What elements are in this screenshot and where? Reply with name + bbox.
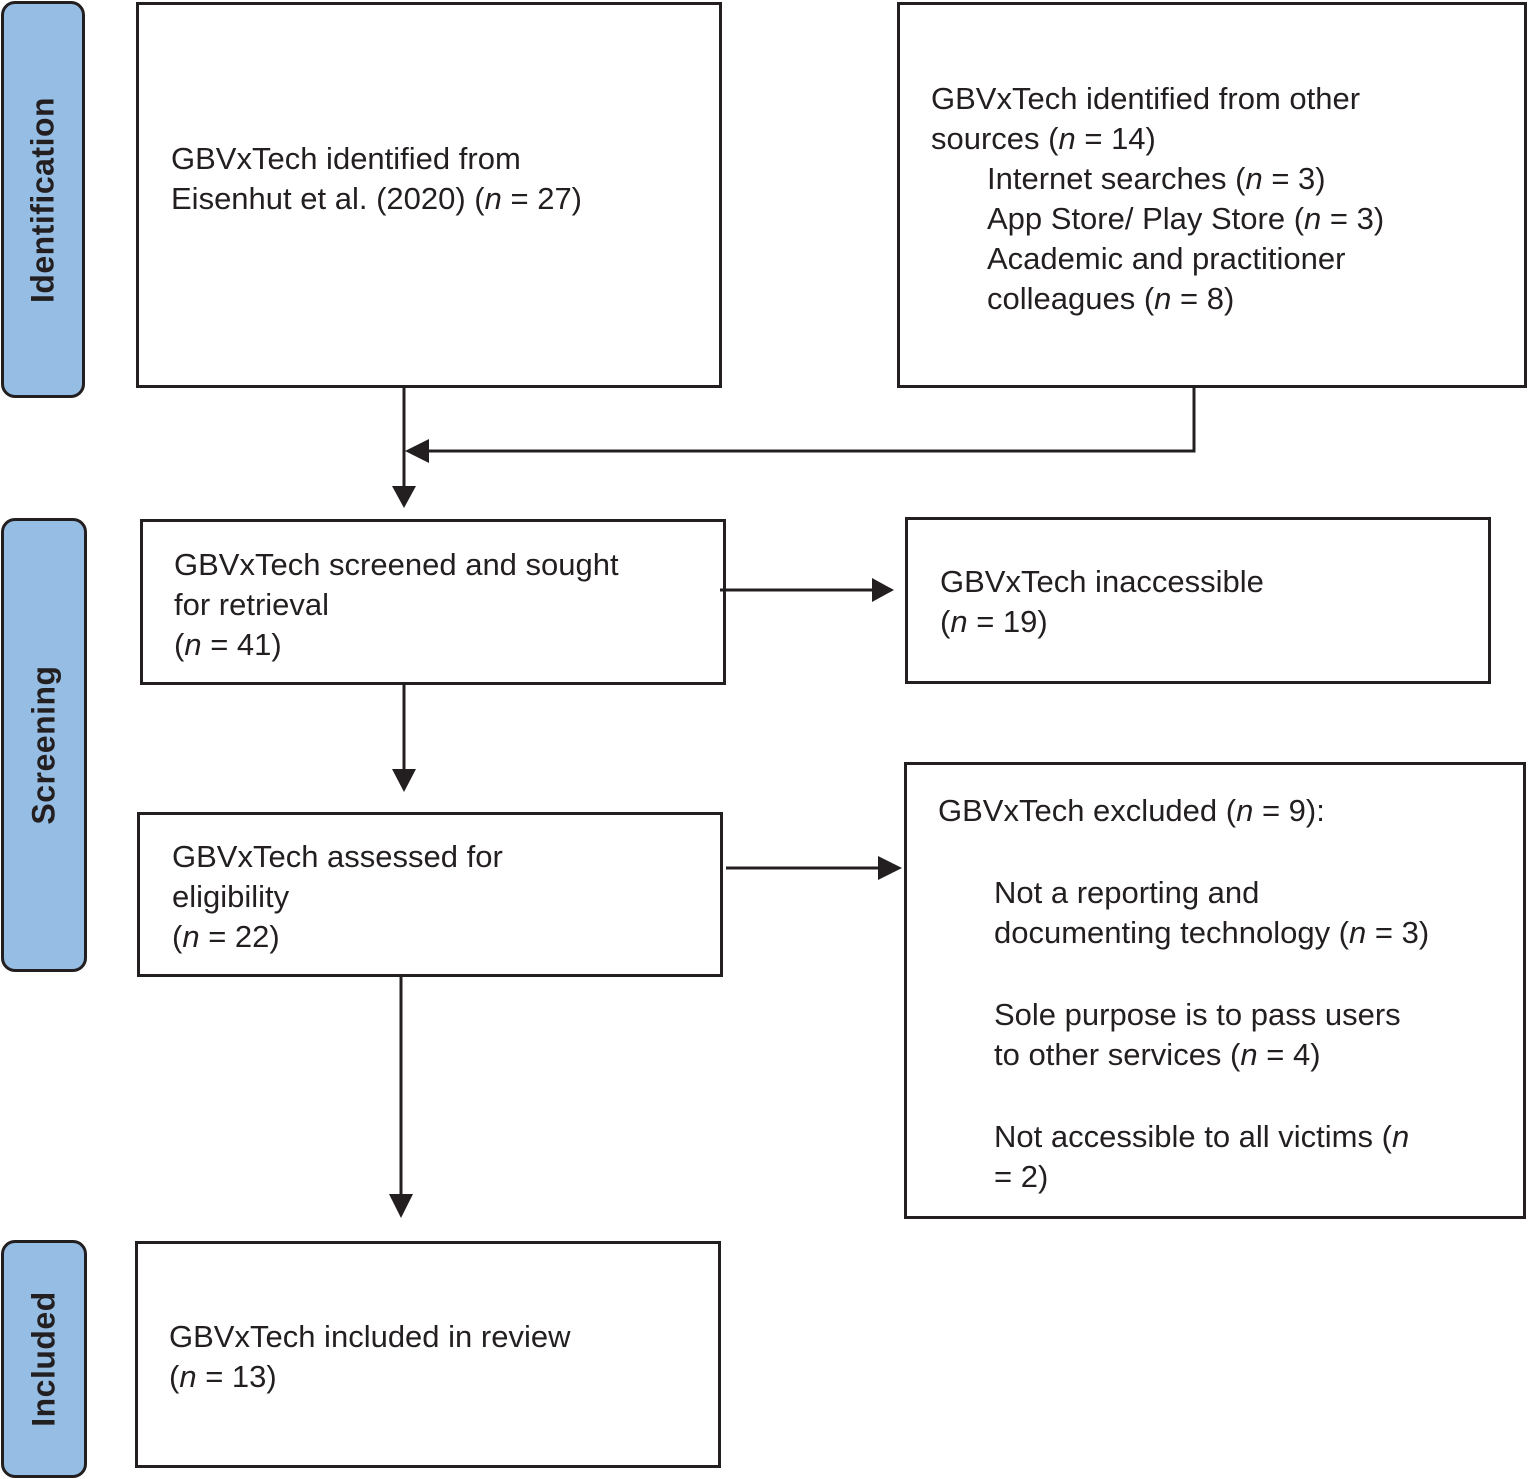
- box-text-line: GBVxTech included in review: [169, 1319, 571, 1354]
- text-fragment: = 8): [1171, 281, 1235, 316]
- box-excluded: GBVxTech excluded (n = 9): Not a reporti…: [904, 762, 1526, 1219]
- text-fragment: = 3): [1366, 915, 1430, 950]
- box-text-line: App Store/ Play Store (n = 3): [931, 199, 1524, 239]
- arrowhead-right: [878, 856, 902, 880]
- text-fragment: = 14): [1075, 121, 1156, 156]
- box-text-line: Internet searches (n = 3): [931, 159, 1524, 199]
- box-screened: GBVxTech screened and sought for retriev…: [140, 519, 726, 685]
- text-fragment: App Store/ Play Store (: [987, 201, 1305, 236]
- stage-label-screening: Screening: [25, 665, 62, 825]
- box-assessed: GBVxTech assessed for eligibility (n = 2…: [137, 812, 723, 977]
- stage-tab-screening: Screening: [1, 518, 87, 972]
- n-symbol: n: [1058, 121, 1076, 156]
- text-fragment: documenting technology (: [994, 915, 1350, 950]
- box-text-line: sources (n = 14): [931, 119, 1524, 159]
- box-text-line: GBVxTech screened and sought: [174, 547, 619, 582]
- text-fragment: (: [174, 627, 185, 662]
- n-symbol: n: [184, 627, 202, 662]
- stage-label-included: Included: [25, 1291, 62, 1427]
- box-text-line: GBVxTech assessed for: [172, 839, 503, 874]
- box-text-line: documenting technology (n = 3): [938, 913, 1523, 953]
- box-text-line: Sole purpose is to pass users: [994, 997, 1401, 1032]
- arrowhead-down: [392, 769, 416, 792]
- arrowhead-down: [389, 1194, 413, 1218]
- text-fragment: to other services (: [994, 1037, 1241, 1072]
- text-fragment: (: [172, 919, 183, 954]
- box-text-line: Eisenhut et al. (2020) (n = 27): [171, 179, 719, 219]
- n-symbol: n: [1349, 915, 1367, 950]
- n-symbol: n: [1240, 1037, 1258, 1072]
- text-fragment: (: [169, 1359, 180, 1394]
- text-fragment: sources (: [931, 121, 1059, 156]
- text-fragment: = 41): [201, 627, 282, 662]
- n-symbol: n: [1154, 281, 1172, 316]
- box-included: GBVxTech included in review (n = 13): [135, 1241, 721, 1468]
- n-symbol: n: [182, 919, 200, 954]
- n-symbol: n: [179, 1359, 197, 1394]
- box-text-line: (n = 41): [174, 625, 723, 665]
- text-fragment: = 19): [967, 604, 1048, 639]
- n-symbol: n: [1304, 201, 1322, 236]
- arrowhead-left: [405, 439, 429, 463]
- box-text-line: eligibility: [172, 879, 290, 914]
- text-fragment: = 3): [1262, 161, 1326, 196]
- box-text-line: GBVxTech identified from: [171, 141, 521, 176]
- text-fragment: colleagues (: [987, 281, 1155, 316]
- text-fragment: Internet searches (: [987, 161, 1246, 196]
- text-fragment: Eisenhut et al. (2020) (: [171, 181, 485, 216]
- n-symbol: n: [1245, 161, 1263, 196]
- box-text-line: GBVxTech excluded (n = 9):: [938, 791, 1523, 831]
- text-fragment: GBVxTech excluded (: [938, 793, 1237, 828]
- arrowhead-down: [392, 486, 416, 508]
- n-symbol: n: [950, 604, 968, 639]
- box-text-line: GBVxTech inaccessible: [940, 564, 1264, 599]
- n-symbol: n: [1391, 1119, 1410, 1154]
- box-text-line: = 2): [994, 1159, 1049, 1194]
- stage-label-identification: Identification: [24, 96, 61, 303]
- box-text-line: (n = 13): [169, 1357, 718, 1397]
- text-fragment: Not accessible to all victims (: [994, 1119, 1392, 1154]
- box-text-line: (n = 19): [940, 602, 1488, 642]
- box-text-line: for retrieval: [174, 587, 330, 622]
- stage-tab-identification: Identification: [1, 1, 85, 398]
- box-text-line: Not accessible to all victims (n: [938, 1117, 1523, 1157]
- box-text-line: (n = 22): [172, 917, 720, 957]
- box-inaccessible: GBVxTech inaccessible (n = 19): [905, 517, 1491, 684]
- n-symbol: n: [484, 181, 502, 216]
- box-text-line: colleagues (n = 8): [931, 279, 1524, 319]
- box-text-line: to other services (n = 4): [938, 1035, 1523, 1075]
- box-text-line: Academic and practitioner: [987, 241, 1346, 276]
- arrowhead-right: [872, 578, 894, 602]
- box-identified-other-sources: GBVxTech identified from other sources (…: [897, 2, 1527, 388]
- text-fragment: = 4): [1257, 1037, 1321, 1072]
- text-fragment: = 22): [199, 919, 280, 954]
- connector-other-sources-merge: [428, 388, 1196, 453]
- stage-tab-included: Included: [1, 1240, 87, 1478]
- n-symbol: n: [1236, 793, 1254, 828]
- text-fragment: (: [940, 604, 951, 639]
- box-text-line: Not a reporting and: [994, 875, 1260, 910]
- text-fragment: = 27): [501, 181, 583, 216]
- box-text-line: GBVxTech identified from other: [931, 81, 1361, 116]
- text-fragment: = 9):: [1253, 793, 1325, 828]
- text-fragment: = 3): [1321, 201, 1385, 236]
- text-fragment: = 13): [196, 1359, 277, 1394]
- box-identified-eisenhut: GBVxTech identified from Eisenhut et al.…: [136, 2, 722, 388]
